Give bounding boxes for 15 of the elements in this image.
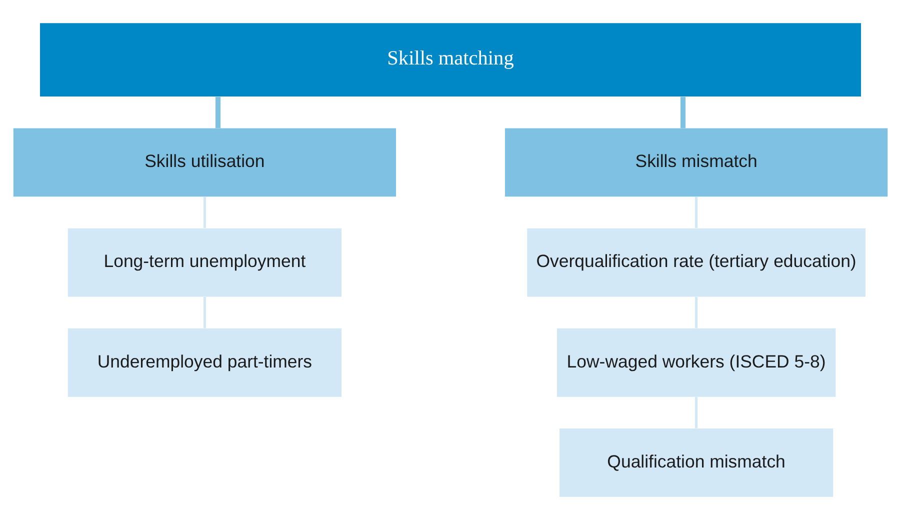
node-box: Low-waged workers (ISCED 5-8) [556, 328, 836, 397]
connector [680, 96, 686, 128]
node-box: Skills utilisation [13, 128, 396, 197]
node-box: Skills mismatch [504, 128, 888, 197]
node-box: Underemployed part-timers [68, 328, 342, 397]
node-box: Overqualification rate (tertiary education) [527, 228, 866, 297]
node-box: Qualification mismatch [559, 428, 834, 497]
node-box: Long-term unemployment [68, 228, 342, 297]
connector [695, 196, 698, 228]
connector [695, 397, 698, 428]
connector [215, 96, 221, 128]
connector [203, 296, 206, 328]
node-box: Skills matching [40, 23, 862, 97]
connector [695, 296, 698, 328]
connector [203, 196, 206, 228]
